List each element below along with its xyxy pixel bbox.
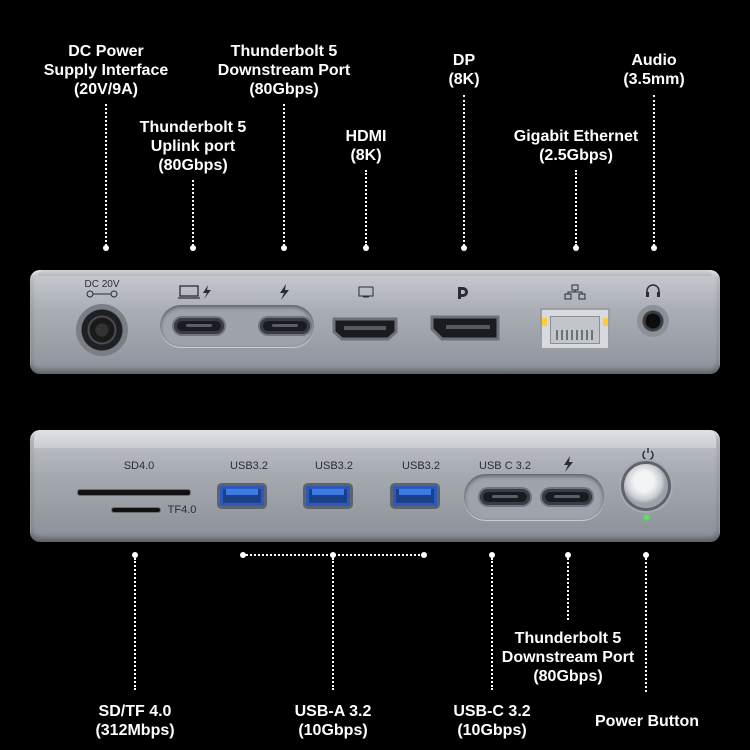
sd-label-text: SD4.0 [123, 460, 155, 472]
usbc32-label-text: USB C 3.2 [479, 460, 531, 472]
power-icon [642, 448, 654, 461]
monitor-icon [358, 286, 374, 298]
label-dp: DP(8K) [448, 52, 480, 88]
leader-hdmi [365, 170, 367, 246]
leader-dot-tb5-downstream-top [281, 245, 287, 251]
thunderbolt-icon-front [564, 456, 573, 472]
leader-dp [463, 95, 465, 246]
tf-label-text: TF4.0 [167, 504, 197, 516]
ethernet-port[interactable] [540, 308, 610, 350]
tb5-uplink-port[interactable] [174, 318, 224, 334]
leader-dot-usb-c [489, 552, 495, 558]
label-usb-a: USB-A 3.2(10Gbps) [294, 703, 372, 739]
label-power-button: Power Button [595, 713, 699, 730]
leader-dot-dc-power [103, 245, 109, 251]
leader-power-button [645, 558, 647, 692]
thunderbolt-icon [280, 284, 289, 300]
label-audio: Audio(3.5mm) [623, 52, 685, 88]
sd-card-slot[interactable] [78, 490, 190, 495]
leader-ethernet [575, 170, 577, 246]
leader-sd-tf [134, 558, 136, 690]
leader-audio [653, 95, 655, 246]
tf-card-slot[interactable] [112, 508, 160, 512]
ethernet-led-left [542, 318, 547, 326]
label-hdmi: HDMI(8K) [345, 128, 387, 164]
leader-tb5-downstream-bottom [567, 558, 569, 620]
network-icon [564, 284, 586, 300]
leader-dot-hdmi [363, 245, 369, 251]
usb-a-port-2[interactable] [306, 486, 350, 506]
leader-dot-tb5-uplink [190, 245, 196, 251]
leader-dc-power [105, 104, 107, 246]
leader-usb-a [332, 558, 334, 690]
usb32-label-1: USB3.2 [230, 460, 268, 472]
leader-tb5-downstream-top [283, 104, 285, 246]
leader-dot-usb-a-right [421, 552, 427, 558]
dc-power-jack[interactable] [76, 304, 128, 356]
label-ethernet: Gigabit Ethernet(2.5Gbps) [513, 128, 639, 164]
ethernet-led-right [603, 318, 608, 326]
leader-usb-a-bracket [243, 554, 424, 556]
usb32-label-2: USB3.2 [315, 460, 353, 472]
dc-20v-text: DC 20V [84, 279, 120, 290]
leader-dot-tb5-downstream-bottom [565, 552, 571, 558]
displayport-icon [458, 287, 468, 299]
tb5-downstream-port-front[interactable] [542, 489, 592, 505]
usb32-label-3: USB3.2 [402, 460, 440, 472]
leader-tb5-uplink [192, 180, 194, 246]
dc-polarity-icon [86, 290, 118, 298]
displayport-port[interactable] [428, 314, 502, 342]
dock-front-view [30, 430, 720, 542]
usb-a-port-1[interactable] [220, 486, 264, 506]
leader-usb-c [491, 558, 493, 690]
laptop-icon [178, 285, 211, 299]
usb-c-port[interactable] [480, 489, 530, 505]
power-led [644, 515, 649, 520]
leader-dot-sd-tf [132, 552, 138, 558]
leader-dot-ethernet [573, 245, 579, 251]
audio-jack[interactable] [637, 305, 669, 337]
label-usb-c: USB-C 3.2(10Gbps) [453, 703, 531, 739]
leader-dot-dp [461, 245, 467, 251]
hdmi-port[interactable] [330, 316, 400, 342]
power-button[interactable] [624, 464, 668, 508]
label-sd-tf: SD/TF 4.0(312Mbps) [95, 703, 175, 739]
headphone-icon [646, 284, 660, 297]
tb5-downstream-port-back[interactable] [260, 318, 310, 334]
leader-dot-power-button [643, 552, 649, 558]
usb-a-port-3[interactable] [393, 486, 437, 506]
leader-dot-audio [651, 245, 657, 251]
